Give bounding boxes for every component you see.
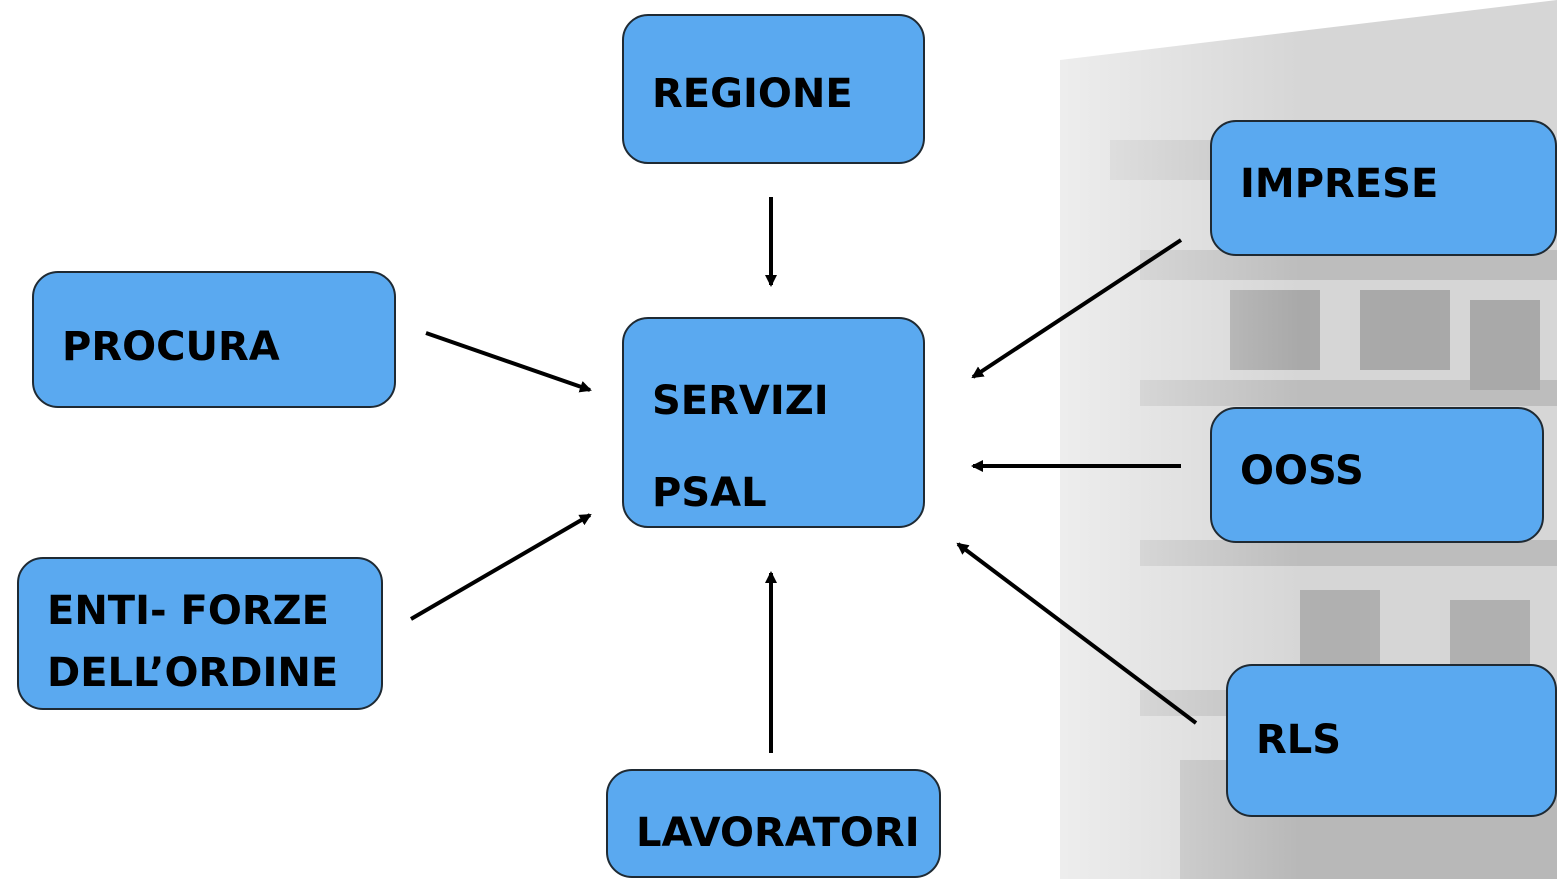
node-procura: PROCURA bbox=[32, 271, 396, 408]
node-enti-forze-ordine: ENTI- FORZE DELL’ORDINE bbox=[17, 557, 383, 710]
node-imprese: IMPRESE bbox=[1210, 120, 1557, 256]
node-regione-label: REGIONE bbox=[652, 71, 853, 117]
node-lavoratori-label: LAVORATORI bbox=[636, 810, 920, 856]
node-imprese-label: IMPRESE bbox=[1240, 161, 1439, 207]
node-ooss-label: OOSS bbox=[1240, 448, 1364, 494]
node-servizi-label-line2: PSAL bbox=[652, 470, 767, 516]
node-ooss: OOSS bbox=[1210, 407, 1544, 543]
node-lavoratori: LAVORATORI bbox=[606, 769, 941, 878]
arrow-imprese-to-servizi bbox=[971, 238, 1183, 379]
node-servizi-label-line1: SERVIZI bbox=[652, 378, 829, 424]
node-servizi-psal: SERVIZI PSAL bbox=[622, 317, 925, 528]
node-regione: REGIONE bbox=[622, 14, 925, 164]
arrow-rls-to-servizi bbox=[956, 542, 1198, 725]
node-enti-label-line1: ENTI- FORZE bbox=[47, 588, 329, 634]
node-procura-label: PROCURA bbox=[62, 324, 280, 370]
arrow-procura-to-servizi bbox=[425, 331, 592, 393]
node-rls-label: RLS bbox=[1256, 717, 1342, 763]
node-enti-label-line2: DELL’ORDINE bbox=[47, 650, 339, 696]
arrow-enti-to-servizi bbox=[409, 513, 592, 621]
node-rls: RLS bbox=[1226, 664, 1557, 817]
